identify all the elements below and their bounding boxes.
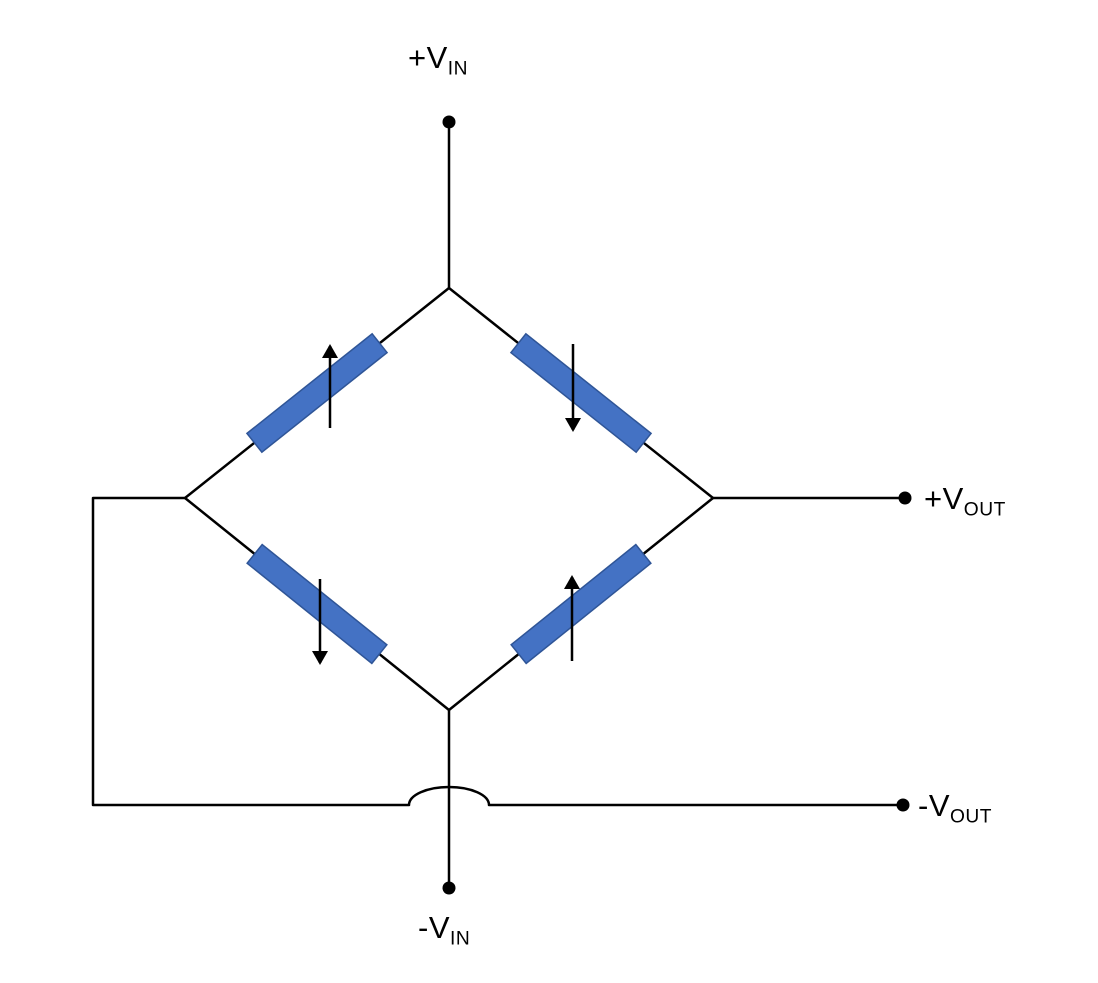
vout-negative-label: -VOUT bbox=[918, 790, 992, 827]
strain-gauge-bottom-right bbox=[510, 543, 652, 665]
vout-positive-label: +VOUT bbox=[924, 483, 1006, 520]
vout-positive-subscript: OUT bbox=[963, 499, 1006, 521]
wire-vout-neg-loop bbox=[91, 496, 905, 807]
gauge-arrows bbox=[312, 344, 581, 665]
vin-positive-text: +V bbox=[408, 40, 448, 75]
vin-positive-subscript: IN bbox=[447, 58, 468, 80]
strain-gauges bbox=[245, 332, 653, 665]
terminal-dot-vin-pos bbox=[442, 115, 456, 129]
terminal-dot-vout-neg bbox=[896, 798, 910, 812]
vout-positive-text: +V bbox=[924, 481, 964, 516]
strain-gauge-top-left bbox=[245, 332, 389, 454]
vin-negative-text: -V bbox=[418, 910, 450, 945]
terminal-dot-vout-pos bbox=[898, 491, 912, 505]
strain-gauge-bottom-left bbox=[246, 543, 388, 665]
terminal-dots bbox=[442, 115, 912, 895]
bridge-wires bbox=[91, 120, 907, 890]
vin-positive-label: +VIN bbox=[408, 42, 468, 79]
wire-diamond bbox=[183, 286, 715, 712]
strain-gauge-top-right bbox=[509, 332, 653, 454]
terminal-dot-vin-neg bbox=[442, 881, 456, 895]
vout-negative-text: -V bbox=[918, 788, 950, 823]
vin-negative-subscript: IN bbox=[450, 928, 471, 950]
vin-negative-label: -VIN bbox=[418, 912, 470, 949]
vout-negative-subscript: OUT bbox=[950, 806, 993, 828]
